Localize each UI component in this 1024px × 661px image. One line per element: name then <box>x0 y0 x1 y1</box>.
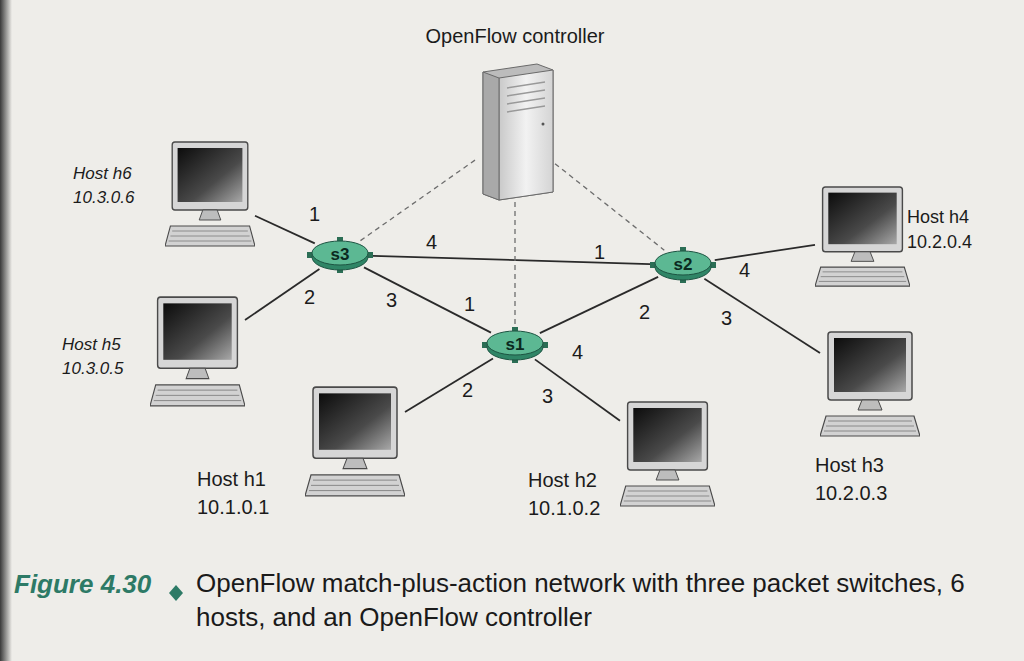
network-link <box>255 216 315 244</box>
node-label-holder: Host h510.3.0.5 <box>62 333 147 381</box>
network-link <box>245 269 319 320</box>
ip-address: 10.3.0.6 <box>73 186 161 210</box>
ip-address: 10.2.0.3 <box>815 479 925 507</box>
host-name: Host h4 <box>907 205 1017 230</box>
port-number: 4 <box>572 342 583 362</box>
switch-label-holder: s3 <box>307 237 373 273</box>
controller-server-icon <box>475 62 555 202</box>
host-name: Host h6 <box>73 162 161 186</box>
host-computer-icon <box>150 295 245 410</box>
network-link <box>405 358 493 412</box>
control-link <box>514 202 515 327</box>
host-computer-icon <box>820 330 920 440</box>
host-name: Host h2 <box>528 466 628 494</box>
port-number: 3 <box>542 386 553 406</box>
host-computer: Host h610.3.0.6 <box>165 140 255 250</box>
figure-number: Figure 4.30 <box>14 569 151 600</box>
switch-name: s1 <box>506 335 525 355</box>
host-computer-icon <box>815 185 910 290</box>
host-computer-icon <box>165 140 255 250</box>
ip-address: 10.1.0.1 <box>197 493 297 521</box>
node-label-holder: OpenFlow controller <box>385 22 645 50</box>
host-name: Host h3 <box>815 451 925 479</box>
network-link <box>364 267 491 332</box>
controller-name: OpenFlow controller <box>385 22 645 50</box>
openflow-controller: OpenFlow controller <box>475 62 555 202</box>
host-computer-icon <box>305 385 405 500</box>
switch-label-holder: s2 <box>650 247 716 283</box>
ip-address: 10.3.0.5 <box>62 357 147 381</box>
port-number: 3 <box>721 308 732 328</box>
port-number: 1 <box>594 242 605 262</box>
switch-name: s3 <box>331 245 350 265</box>
control-link <box>555 164 664 251</box>
host-computer: Host h510.3.0.5 <box>150 295 245 410</box>
network-link <box>540 277 658 333</box>
control-link <box>360 160 475 241</box>
port-number: 4 <box>426 232 437 252</box>
network-link <box>535 359 620 420</box>
port-number: 1 <box>309 204 320 224</box>
host-name: Host h1 <box>197 465 297 493</box>
port-number: 2 <box>462 380 473 400</box>
ip-address: 10.1.0.2 <box>528 494 628 522</box>
packet-switch: s2 <box>650 247 716 283</box>
network-link <box>715 245 815 260</box>
caption-diamond <box>169 585 183 601</box>
host-computer-icon <box>620 400 715 510</box>
node-label-holder: Host h410.2.0.4 <box>907 205 1017 255</box>
switch-label-holder: s1 <box>482 327 548 363</box>
port-number: 4 <box>739 260 750 280</box>
node-label-holder: Host h310.2.0.3 <box>815 451 925 507</box>
switch-name: s2 <box>674 255 693 275</box>
network-link <box>704 279 820 353</box>
port-number: 2 <box>304 287 315 307</box>
figure-caption: OpenFlow match-plus-action network with … <box>196 567 1011 635</box>
packet-switch: s1 <box>482 327 548 363</box>
host-computer: Host h110.1.0.1 <box>305 385 405 500</box>
node-label-holder: Host h610.3.0.6 <box>73 162 161 210</box>
network-link <box>373 256 650 264</box>
host-name: Host h5 <box>62 333 147 357</box>
ip-address: 10.2.0.4 <box>907 230 1017 255</box>
port-number: 3 <box>386 290 397 310</box>
host-computer: Host h210.1.0.2 <box>620 400 715 510</box>
host-computer: Host h410.2.0.4 <box>815 185 910 290</box>
page-shadow <box>0 0 12 661</box>
packet-switch: s3 <box>307 237 373 273</box>
port-number: 2 <box>639 302 650 322</box>
node-label-holder: Host h210.1.0.2 <box>528 466 628 522</box>
node-label-holder: Host h110.1.0.1 <box>197 465 297 521</box>
host-computer: Host h310.2.0.3 <box>820 330 920 440</box>
port-number: 1 <box>464 294 475 314</box>
